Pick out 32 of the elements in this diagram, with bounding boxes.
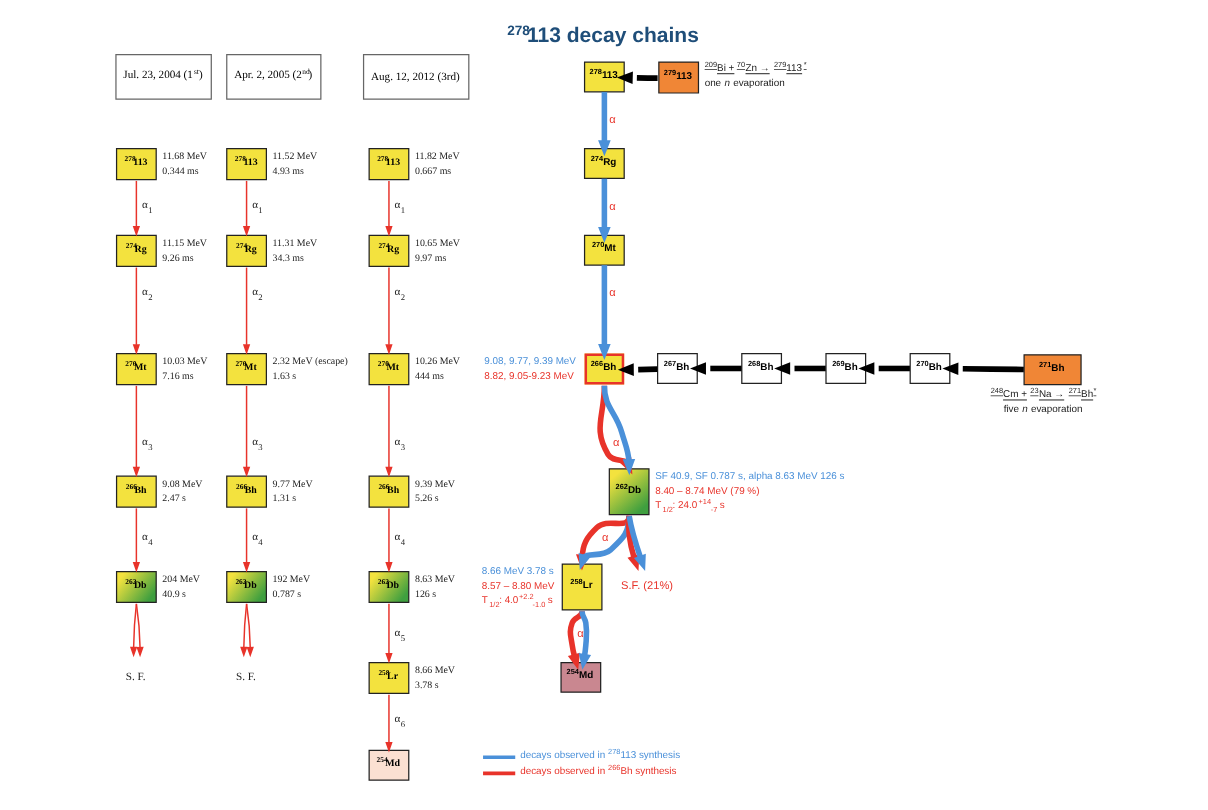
arrow [128,602,137,658]
arrow [244,603,253,658]
arrow [857,362,909,375]
arrow [131,180,140,237]
arrow [625,515,645,571]
arrow [241,266,250,355]
arrow [384,385,392,478]
arrow [384,180,392,237]
arrow [616,363,657,376]
arrow [773,362,825,375]
arrow [384,602,392,664]
arrow [689,362,741,375]
arrow [131,385,140,478]
arrow [566,610,584,670]
arrow [134,603,143,658]
arrow [384,266,392,355]
arrow [131,507,140,573]
arrow [241,507,250,573]
arrow [624,515,639,571]
arrow [384,507,392,573]
arrow [577,610,591,670]
arrow [615,71,657,85]
arrow [131,266,140,355]
arrow [597,265,610,360]
arrow [241,180,250,237]
diagram-title: $^{278}$113 decay chains [506,23,698,48]
arrow [597,178,610,243]
arrow [239,602,247,658]
arrow [597,92,610,157]
arrow [941,362,1023,376]
arrow [384,693,392,753]
arrow [241,385,250,478]
